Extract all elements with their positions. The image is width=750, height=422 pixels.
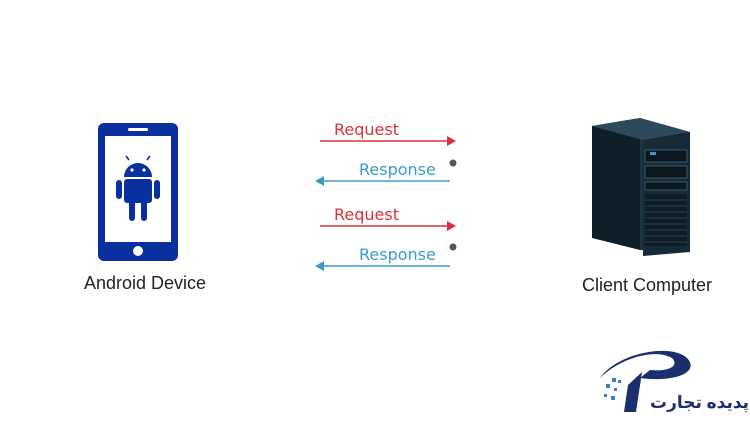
brand-logo-text: پدیده تجارت — [650, 393, 750, 412]
response-arrow-2 — [315, 243, 457, 271]
request-label-2: Request — [334, 205, 399, 224]
client-computer-label: Client Computer — [582, 275, 713, 295]
response-label-1: Response — [359, 160, 436, 179]
response-arrow-1 — [315, 159, 457, 186]
request-arrow-2 — [320, 221, 456, 231]
android-device-label: Android Device — [84, 273, 207, 293]
request-label-1: Request — [334, 120, 399, 139]
brand-logo-icon — [600, 350, 691, 412]
request-arrow-1 — [320, 136, 456, 146]
server-tower-icon — [592, 118, 690, 256]
response-label-2: Response — [359, 245, 436, 264]
android-robot-icon — [116, 155, 160, 221]
